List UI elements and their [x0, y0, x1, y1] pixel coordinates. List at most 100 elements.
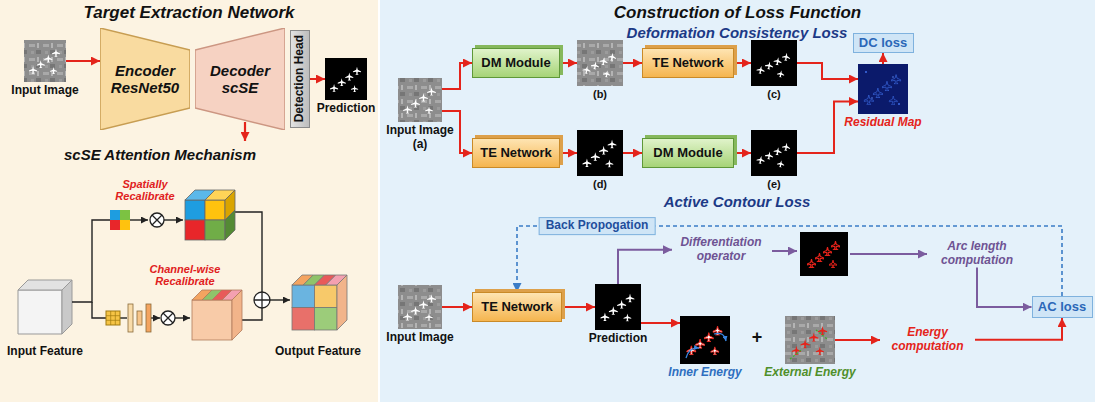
image-thumbnails: [398, 78, 442, 122]
image-node: External Energy: [762, 316, 858, 380]
image-thumbnails: [858, 64, 908, 114]
image-node: Input Image: [384, 285, 456, 345]
flow-connector: [623, 152, 642, 154]
channel-cube: [202, 290, 222, 300]
flow-arrow: [244, 122, 246, 141]
image-node: Inner Energy: [666, 316, 744, 380]
attention-wire: [92, 302, 106, 318]
loss-box: AC loss: [1032, 296, 1093, 318]
spatial-cube: [185, 200, 205, 220]
flow-connector: [835, 339, 880, 341]
flow-connector: [562, 306, 595, 308]
plus-sign: +: [752, 327, 763, 348]
node-sublabel: (a): [413, 138, 428, 152]
image-node: Prediction: [315, 58, 378, 116]
flow-connector: [975, 318, 1062, 340]
node-label: Differentiation operator: [672, 236, 770, 264]
attention-wire: [175, 317, 190, 318]
channel-cube: [192, 300, 232, 340]
spatial-cube: [185, 220, 205, 240]
encoder-block: Encoder ResNet50: [100, 28, 190, 130]
image-thumbnails: [751, 130, 797, 176]
image-thumbnails: [24, 40, 908, 364]
node-label: AC loss: [1038, 300, 1086, 315]
image-frame: [595, 284, 641, 330]
spatial-map: [120, 210, 130, 220]
flow-arrow: [850, 253, 927, 255]
spatial-cube: [205, 190, 235, 200]
panel-band: Target Extraction NetworkInput ImageEnco…: [0, 0, 378, 402]
image-thumbnails: [403, 294, 436, 320]
trapezoid-shape: [195, 28, 285, 130]
image-frame: [577, 40, 623, 86]
section-title: Deformation Consistency Loss: [627, 24, 848, 41]
image-thumbnails: [807, 241, 840, 267]
image-thumbnails: [600, 294, 634, 322]
node-label: TE Network: [480, 146, 552, 161]
node-label: Input Image: [11, 84, 78, 98]
channel-icon: [106, 304, 151, 332]
image-thumbnails: [24, 40, 66, 82]
attention-wire: [235, 212, 262, 292]
channel-icon: [106, 311, 120, 325]
output-cube: [292, 308, 315, 331]
node-label: (e): [767, 178, 780, 191]
image-node: (c): [749, 40, 799, 101]
image-thumbnails: [687, 326, 723, 355]
image-thumbnails: [790, 330, 827, 359]
attention-wire: [130, 219, 148, 220]
flow-arrow: [772, 250, 797, 252]
image-frame: [751, 130, 797, 176]
image-thumbnails: [792, 326, 828, 355]
feature-cube: [18, 290, 62, 334]
image-thumbnails: [756, 138, 791, 168]
spatial-map: [110, 210, 120, 220]
node-label: Prediction: [589, 332, 648, 346]
flow-connector: [442, 63, 472, 89]
image-thumbnails: [325, 58, 367, 100]
node-label: DM Module: [481, 56, 550, 71]
image-frame: [785, 316, 835, 364]
image-frame: [577, 130, 623, 176]
decoder-block: Decoder scSE: [195, 28, 285, 130]
spatial-cube: [225, 210, 235, 240]
node-label: Construction of Loss Function: [380, 0, 1095, 23]
flow-connector: [977, 268, 1032, 307]
attention-wire: [270, 299, 290, 300]
flow-connector: [623, 62, 642, 64]
flow-connector: [618, 250, 672, 284]
step-text: Energy computation: [880, 326, 975, 354]
section-title: scSE Attention Mechanism: [64, 146, 256, 163]
spatial-cube: [225, 190, 235, 220]
spatial-cube: [205, 220, 225, 240]
node-label: TE Network: [481, 300, 553, 315]
image-thumbnails: [29, 49, 60, 74]
multiply-symbol: [150, 213, 164, 227]
image-thumbnails: [680, 316, 730, 364]
add-symbol: [254, 292, 270, 308]
image-thumbnails: [892, 76, 894, 78]
output-cube: [292, 275, 347, 330]
flow-connector: [66, 60, 100, 62]
node-label: (d): [593, 178, 607, 191]
image-node: Residual Map: [842, 64, 924, 130]
node-label: Decoder scSE: [202, 62, 278, 97]
node-label: DM Module: [653, 146, 722, 161]
image-thumbnails: [714, 333, 726, 341]
image-thumbnails: [595, 284, 641, 330]
channel-cube: [222, 290, 242, 300]
image-thumbnails: [577, 130, 623, 176]
image-thumbnails: [800, 232, 848, 276]
spatial-map: [110, 210, 130, 230]
attention-wire: [151, 317, 160, 318]
head-block: Detection Head: [290, 30, 310, 128]
channel-cube: [232, 290, 242, 340]
flow-connector: [734, 62, 751, 64]
spatial-cube: [185, 190, 235, 240]
feature-cube: [18, 280, 72, 334]
image-node: (e): [749, 130, 799, 191]
node-label: Input Image: [386, 124, 453, 138]
flow-connector: [442, 306, 472, 308]
node-label: External Energy: [764, 366, 855, 380]
attention-wire: [120, 317, 127, 318]
